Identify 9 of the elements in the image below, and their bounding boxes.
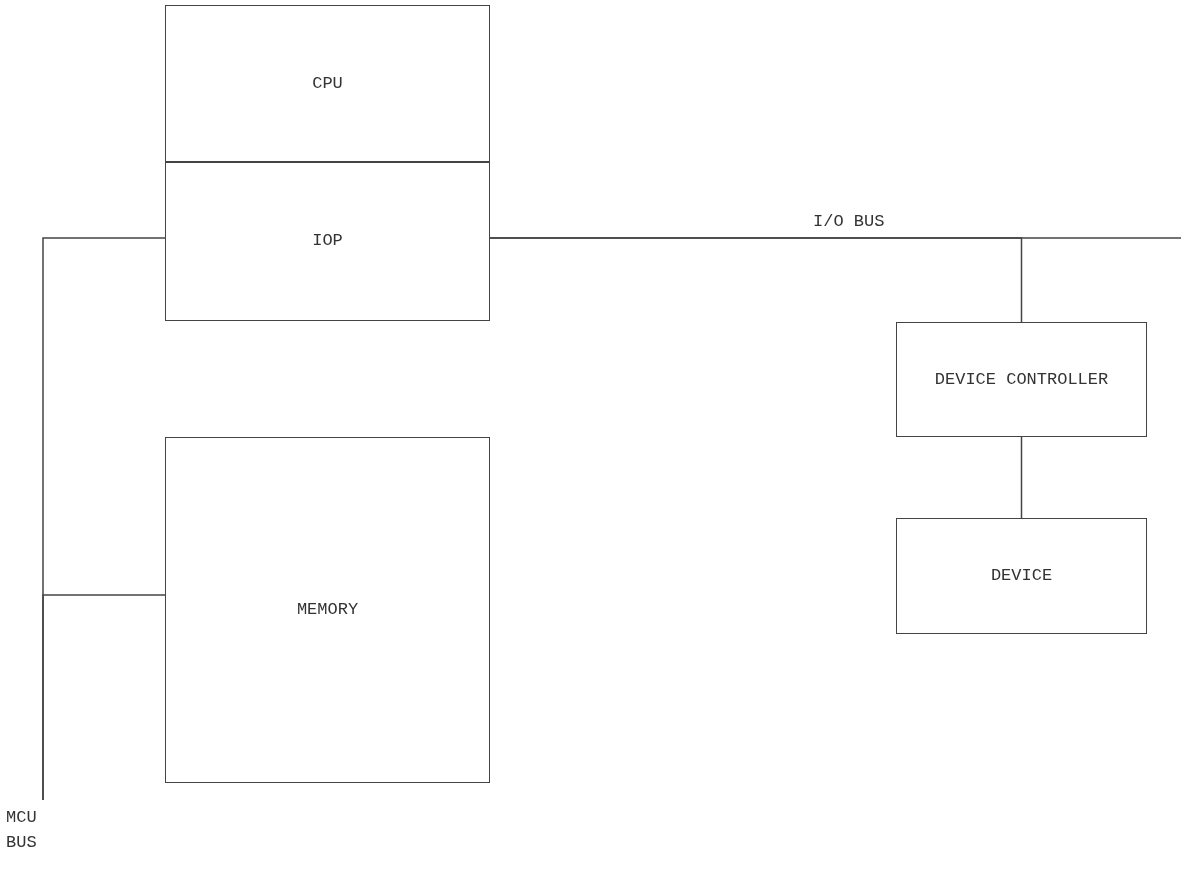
process-box: DEVICE CONTROLLER [896, 322, 1147, 437]
connector-line [489, 237, 1023, 323]
cpu-box: CPU [165, 5, 490, 163]
connector-line [42, 594, 166, 801]
connector-line [1020, 436, 1023, 519]
bus-label: MCU BUS [6, 800, 56, 860]
memory-box: MEMORY [165, 437, 490, 783]
process-box: DEVICE [896, 518, 1147, 634]
iop-box: IOP [165, 161, 490, 321]
